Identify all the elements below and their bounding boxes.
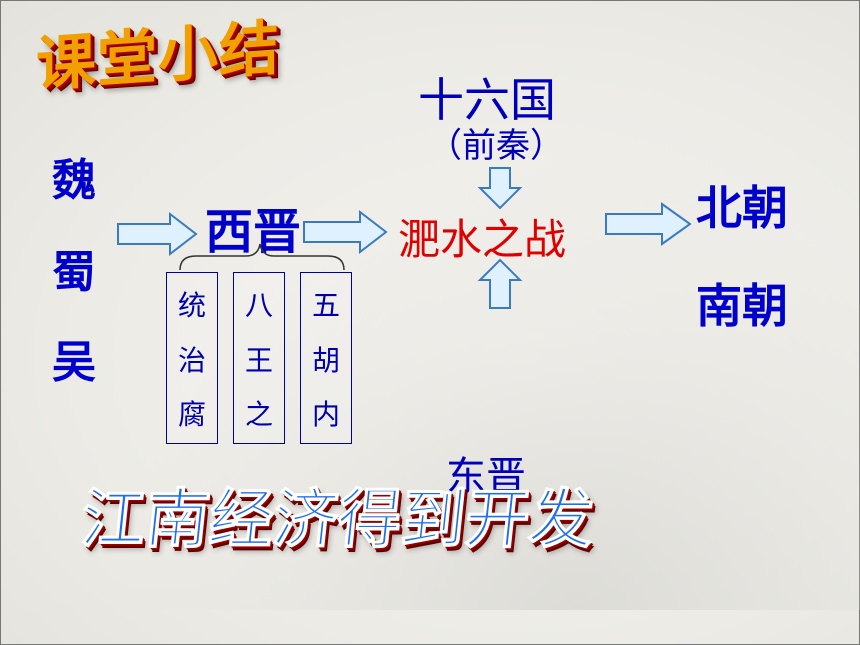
cause-box-five-barbarians: 五胡内迁 — [300, 272, 352, 444]
eastern-jin-label: 东晋 — [446, 454, 526, 500]
brace-connector — [179, 243, 345, 271]
cause-box-eight-princes: 八王之乱 — [233, 272, 285, 444]
northern-dynasties-label: 北朝 — [696, 181, 788, 235]
former-qin-label: （前秦） — [428, 126, 564, 166]
background-fan-painting — [120, 150, 860, 610]
arrow-to-battle-icon — [303, 209, 388, 255]
kingdom-wu: 吴 — [52, 337, 96, 388]
southern-dynasties-label: 南朝 — [696, 279, 788, 333]
slogan-banner: 江南经济得到开发 — [77, 483, 598, 558]
arrow-to-dynasties-icon — [605, 202, 692, 246]
arrow-up-icon — [477, 258, 523, 309]
cause-text: 统治腐败 — [178, 289, 207, 432]
cause-box-corruption: 统治腐败 — [166, 272, 218, 444]
arrow-down-icon — [477, 167, 523, 210]
western-jin-label: 西晋 — [205, 204, 302, 260]
kingdom-wei: 魏 — [52, 155, 96, 206]
cause-text: 五胡内迁 — [312, 289, 341, 432]
battle-feishui-label: 淝水之战 — [398, 215, 567, 264]
sixteen-kingdoms-label: 十六国 — [418, 73, 556, 127]
kingdom-shu: 蜀 — [52, 247, 96, 298]
cause-text: 八王之乱 — [245, 289, 274, 432]
arrow-to-western-jin-icon — [117, 211, 198, 257]
